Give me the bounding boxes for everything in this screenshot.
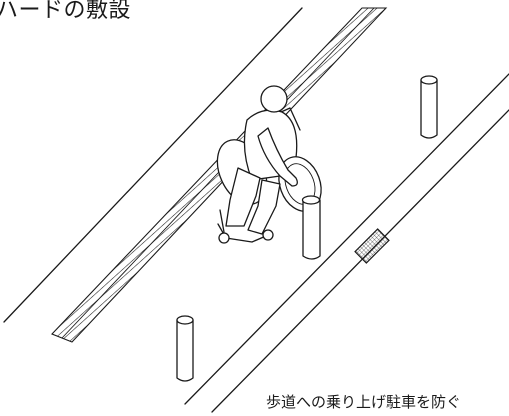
wheelchair-user-icon xyxy=(216,85,322,244)
curb-line-lower xyxy=(211,109,509,413)
caption-text: 歩道への乗り上げ駐車を防ぐ xyxy=(266,393,462,411)
diagram-title: ハードの敷設 xyxy=(0,0,132,23)
sidewalk-left-edge xyxy=(3,7,303,323)
bollard-icon xyxy=(420,75,438,139)
bollard-icon xyxy=(176,315,194,382)
curb-line-upper xyxy=(184,73,509,405)
tactile-paving-edge xyxy=(61,7,375,339)
drain-grate-icon xyxy=(354,228,390,264)
bollard-icon xyxy=(301,195,321,260)
